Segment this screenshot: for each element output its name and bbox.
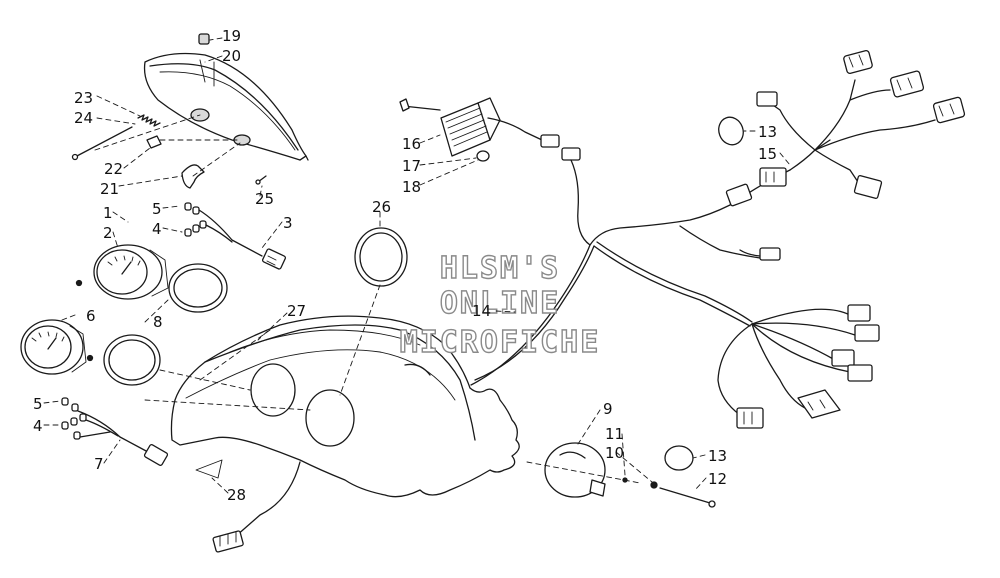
callout-11: 11 (605, 425, 624, 443)
harness-connectors (725, 49, 966, 429)
leader-lines (43, 37, 791, 494)
gauge-harness-upper (184, 202, 287, 270)
speedometer-gauge (75, 244, 169, 300)
callout-19: 19 (222, 27, 241, 45)
callout-4-upper: 4 (152, 220, 162, 238)
watermark: HLSM'S ONLINE MICROFICHE (399, 250, 601, 360)
callout-13-lower: 13 (708, 447, 727, 465)
callout-5-upper: 5 (152, 200, 162, 218)
callout-28: 28 (227, 486, 246, 504)
callout-8: 8 (153, 313, 163, 331)
callout-27: 27 (287, 302, 306, 320)
callout-25: 25 (255, 190, 274, 208)
callout-3: 3 (283, 214, 293, 232)
callout-6: 6 (86, 307, 96, 325)
callout-12: 12 (708, 470, 727, 488)
callout-15: 15 (758, 145, 777, 163)
callout-4-lower: 4 (33, 417, 43, 435)
callout-22: 22 (104, 160, 123, 178)
callout-2: 2 (103, 224, 113, 242)
callout-7: 7 (94, 455, 104, 473)
watermark-line-3: MICROFICHE (400, 325, 601, 360)
headlight-small-parts (71, 114, 267, 189)
aux-light-assembly (526, 442, 716, 508)
callout-18: 18 (402, 178, 421, 196)
callout-23: 23 (74, 89, 93, 107)
gauge-bezel-rings (103, 227, 408, 386)
callout-10: 10 (605, 444, 624, 462)
main-wiring-harness (470, 79, 936, 416)
callout-21: 21 (100, 180, 119, 198)
voltage-regulator (399, 97, 581, 162)
callout-26: 26 (372, 198, 391, 216)
callout-5-lower: 5 (33, 395, 43, 413)
watermark-line-2: ONLINE (440, 286, 560, 321)
callout-13-upper: 13 (758, 123, 777, 141)
callout-17: 17 (402, 157, 421, 175)
watermark-line-1: HLSM'S (440, 251, 560, 286)
dash-panel-hood (144, 284, 520, 553)
callout-numbers: 19 20 23 24 22 21 25 1 2 5 4 3 6 8 27 26… (33, 27, 777, 504)
headlight-assembly (143, 33, 309, 161)
callout-16: 16 (402, 135, 421, 153)
callout-24: 24 (74, 109, 93, 127)
tachometer-gauge (20, 319, 94, 375)
callout-20: 20 (222, 47, 241, 65)
callout-9: 9 (603, 400, 613, 418)
callout-1: 1 (103, 204, 113, 222)
callout-14: 14 (472, 302, 491, 320)
gauge-harness-lower (61, 397, 169, 466)
